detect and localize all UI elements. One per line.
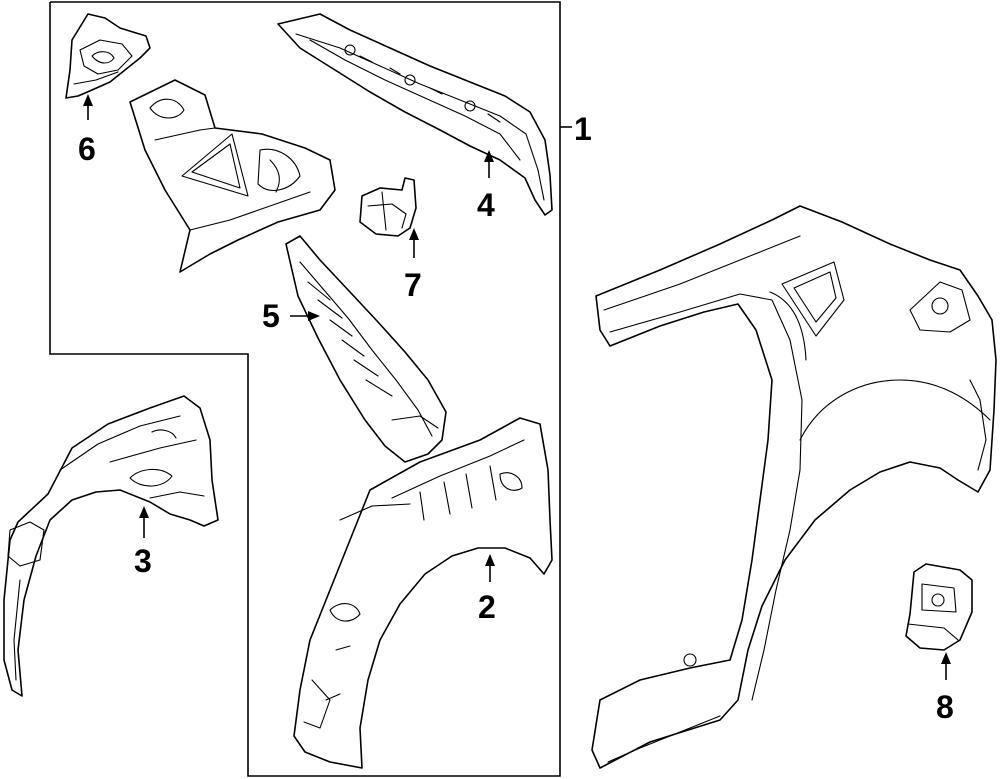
callout-2: 2	[478, 589, 496, 625]
pillar-inner-panel	[129, 79, 336, 273]
part-5-reinforcement	[285, 235, 447, 463]
part-7-small-bracket	[359, 177, 417, 237]
callout-7: 7	[404, 267, 422, 303]
callout-1: 1	[574, 111, 592, 147]
callout-3: 3	[134, 543, 152, 579]
callout-4: 4	[477, 187, 495, 223]
part-4-upper-rail	[277, 13, 553, 216]
part-8-fuel-filler-housing	[905, 563, 973, 651]
part-2-outer-wheelhouse	[293, 417, 553, 769]
callout-6: 6	[78, 131, 96, 167]
callout-5: 5	[262, 298, 280, 334]
callout-8: 8	[936, 689, 954, 725]
quarter-panel	[591, 205, 997, 769]
part-3-inner-wheelhouse	[3, 395, 219, 697]
part-6-upper-bracket	[65, 13, 151, 99]
callout-arrows	[83, 94, 951, 680]
assembly-frame	[49, 1, 572, 777]
